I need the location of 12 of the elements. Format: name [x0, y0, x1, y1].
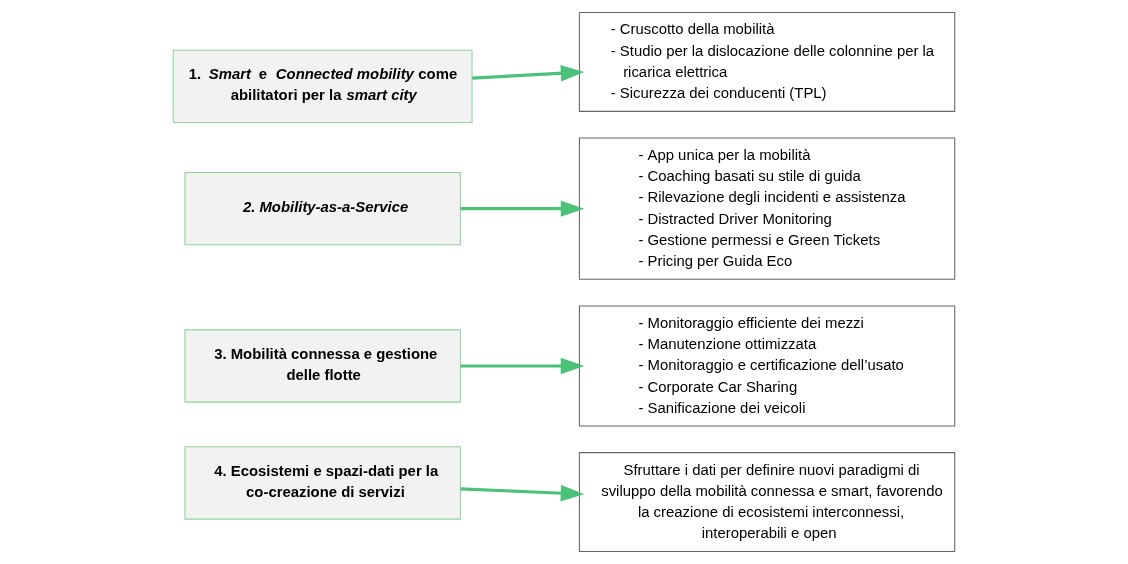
- arrow: [460, 357, 585, 375]
- node-box: - Cruscotto della mobilità - Studio per la dislocazione delle colonnine per la ricarica elettrica - Sicurezza dei conducenti (TPL): [578, 11, 956, 112]
- node-box: 3. Mobilità connessa e gestione delle flotte: [184, 329, 461, 403]
- arrow: [472, 65, 585, 82]
- node-box: - Monitoraggio efficiente dei mezzi - Manutenzione ottimizzata - Monitoraggio e certificazione dell’usato - Corporate Car Sharing - Sanificazione dei veicoli: [578, 305, 956, 427]
- node-box: Sfruttare i dati per definire nuovi paradigmi di sviluppo della mobilità connessa e smart, favorendo la creazione di ecosistemi interconnessi, interoperabili e open: [578, 452, 956, 553]
- arrow: [460, 485, 585, 502]
- node-box: 2. Mobility-as-a-Service: [184, 171, 461, 246]
- node-box: 1. Smart e Connected mobility come abilitatori per la smart city: [172, 49, 473, 124]
- node-box: 4. Ecosistemi e spazi-dati per la co-creazione di servizi: [184, 446, 461, 520]
- arrow: [460, 200, 585, 217]
- node-box: - App unica per la mobilità - Coaching basati su stile di guida - Rilevazione degli incidenti e assistenza - Distracted Driver Monitoring - Gestione permessi e Green Tickets - Pricing per Guida Eco: [578, 137, 956, 280]
